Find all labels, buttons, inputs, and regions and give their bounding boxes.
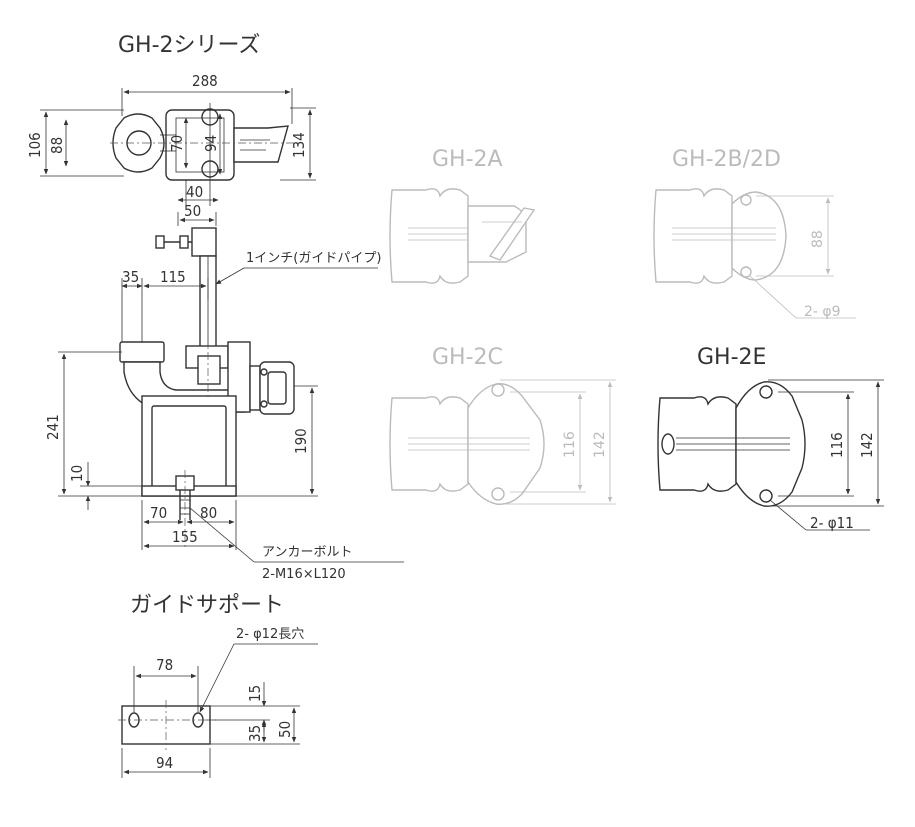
- guide-pipe-label: 1インチ(ガイドパイプ): [246, 251, 381, 266]
- dim-94-top: 94: [202, 135, 220, 152]
- dim-15: 15: [246, 685, 264, 702]
- slot-12-label: 2- φ12長穴: [236, 627, 304, 642]
- gh2e-title: GH-2E: [697, 345, 766, 370]
- front-view: 50: [119, 202, 295, 550]
- anchor-bolt-spec: 2-M16×L120: [262, 567, 346, 582]
- dim-70-top: 70: [168, 135, 186, 152]
- top-view-dims: 288 106 88 70 94 134 40: [26, 72, 316, 206]
- dim-70-bot: 70: [150, 504, 167, 522]
- dim-142-c: 142: [592, 431, 608, 458]
- dim-190: 190: [292, 428, 310, 454]
- dim-10: 10: [68, 465, 86, 482]
- gh2c-view: 116 142: [389, 379, 616, 505]
- dim-142-e: 142: [858, 432, 876, 458]
- dim-116-e: 116: [828, 432, 846, 458]
- guide-support-title: ガイドサポート: [130, 593, 284, 618]
- dim-88-bd: 88: [810, 230, 826, 248]
- dim-50-top: 50: [184, 202, 201, 220]
- hole-11-label: 2- φ11: [810, 514, 854, 532]
- dim-40: 40: [186, 183, 203, 201]
- dim-288: 288: [192, 72, 218, 90]
- gh2bd-view: 88 2- φ9: [653, 188, 856, 320]
- front-view-dims: 1インチ(ガイドパイプ) 35 115 241 10 190 70 80 155…: [44, 251, 404, 582]
- dim-50-sup: 50: [276, 721, 294, 738]
- dim-241: 241: [44, 414, 62, 440]
- dim-80: 80: [200, 504, 217, 522]
- top-view: [110, 103, 300, 186]
- hole-9-label: 2- φ9: [804, 304, 841, 320]
- dim-106: 106: [26, 132, 44, 158]
- dim-116-c: 116: [562, 431, 578, 458]
- dim-35-sup: 35: [246, 725, 264, 742]
- gh2a-title: GH-2A: [432, 147, 503, 172]
- gh2bd-title: GH-2B/2D: [672, 147, 781, 172]
- dim-94-sup: 94: [156, 754, 173, 772]
- gh2a-view: [389, 188, 536, 284]
- series-title: GH-2シリーズ: [118, 33, 260, 58]
- anchor-bolt-label: アンカーボルト: [262, 545, 352, 560]
- dim-155: 155: [172, 528, 198, 546]
- dim-35: 35: [122, 268, 139, 286]
- dim-88-top: 88: [48, 137, 66, 154]
- gh2c-title: GH-2C: [432, 345, 503, 370]
- dim-78: 78: [156, 656, 173, 674]
- gh2e-view: 116 142 2- φ11: [657, 379, 884, 532]
- dim-134: 134: [290, 132, 308, 158]
- dim-115: 115: [160, 268, 186, 286]
- guide-support-view: 2- φ12長穴 78 94 15 35 50: [118, 627, 318, 778]
